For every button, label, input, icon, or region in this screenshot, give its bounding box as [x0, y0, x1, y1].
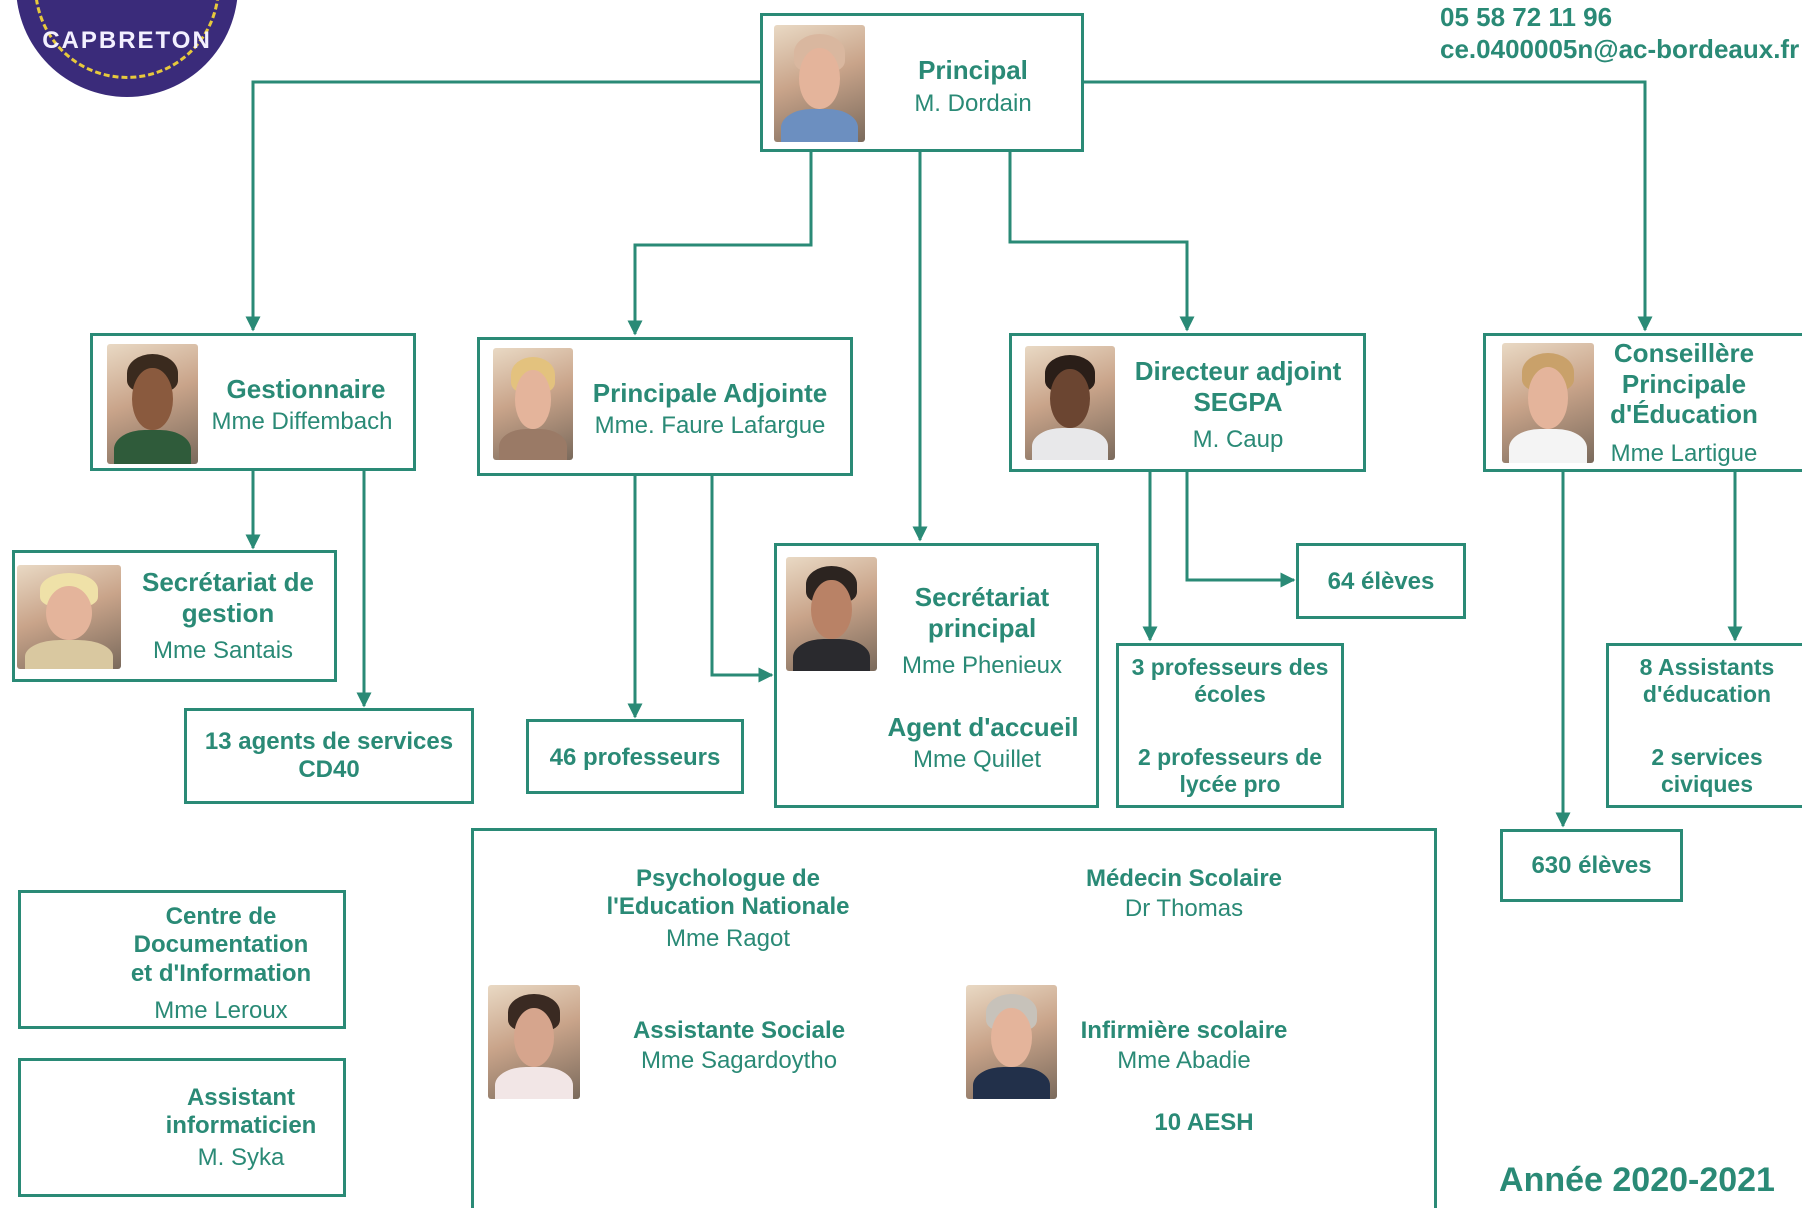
cpe-name: Mme Lartigue [1610, 440, 1758, 467]
node-medico-social: Psychologue de l'Education Nationale Mme… [471, 828, 1437, 1208]
gestionnaire-title: Gestionnaire [226, 374, 386, 404]
segpa-name: M. Caup [1192, 426, 1284, 453]
cdi-name: Mme Leroux [154, 997, 288, 1024]
secretariat-gestion-title: Secrétariat de gestion [142, 567, 314, 628]
node-professeurs-segpa: 3 professeurs des écoles 2 professeurs d… [1116, 643, 1344, 808]
medecin-title: Médecin Scolaire [1085, 865, 1283, 892]
contact-email: ce.0400005n@ac-bordeaux.fr [1440, 34, 1800, 64]
aesh-label: 10 AESH [1154, 1109, 1254, 1136]
profs-segpa-line2: 2 professeurs de lycée pro [1137, 744, 1323, 798]
professeurs-label: 46 professeurs [549, 744, 721, 771]
node-directeur-segpa: Directeur adjoint SEGPA M. Caup [1009, 333, 1366, 472]
connector-segpa-eleves [1185, 472, 1296, 588]
assistante-sociale-title: Assistante Sociale [632, 1017, 846, 1044]
node-principal: Principal M. Dordain [760, 13, 1084, 152]
adjointe-name: Mme. Faure Lafargue [594, 412, 826, 439]
eleves-segpa-label: 64 élèves [1327, 568, 1435, 595]
cpe-title: Conseillère Principale d'Éducation [1610, 338, 1758, 430]
info-title: Assistant informaticien [165, 1084, 317, 1140]
principal-photo [774, 25, 865, 142]
node-principale-adjointe: Principale Adjointe Mme. Faure Lafargue [477, 337, 853, 476]
infirmiere-title: Infirmière scolaire [1080, 1017, 1288, 1044]
infirmiere-photo [966, 985, 1057, 1099]
node-secretariat-principal: Secrétariat principal Mme Phenieux Agent… [774, 543, 1099, 808]
assistants-line1: 8 Assistants d'éducation [1639, 654, 1775, 708]
cdi-title: Centre de Documentation et d'Information [130, 903, 312, 987]
node-secretariat-gestion: Secrétariat de gestion Mme Santais [12, 550, 337, 682]
secretariat-gestion-photo [17, 565, 121, 669]
eleves-label: 630 élèves [1531, 852, 1652, 879]
node-agents-services: 13 agents de services CD40 [184, 708, 474, 804]
agent-accueil-title: Agent d'accueil [887, 712, 1079, 742]
secretariat-principal-title: Secrétariat principal [914, 582, 1050, 643]
connector-principal-cpe [1084, 80, 1653, 332]
psychologue-title: Psychologue de l'Education Nationale [606, 865, 850, 921]
connector-adjointe-secretariat [710, 476, 774, 683]
principal-title: Principal [918, 55, 1028, 85]
assistante-sociale-name: Mme Sagardoytho [640, 1047, 838, 1074]
school-year: Année 2020-2021 [1499, 1161, 1775, 1199]
node-eleves: 630 élèves [1500, 829, 1683, 902]
connector-principal-segpa [1008, 152, 1195, 332]
agents-label: 13 agents de services CD40 [204, 728, 454, 784]
contact-phone: 05 58 72 11 96 [1440, 2, 1613, 32]
node-gestionnaire: Gestionnaire Mme Diffembach [90, 333, 416, 471]
profs-segpa-line1: 3 professeurs des écoles [1131, 654, 1329, 708]
node-cpe: Conseillère Principale d'Éducation Mme L… [1483, 333, 1802, 472]
infirmiere-name: Mme Abadie [1117, 1047, 1251, 1074]
segpa-title: Directeur adjoint SEGPA [1134, 356, 1342, 417]
secretariat-principal-name: Mme Phenieux [901, 652, 1063, 679]
connector-principal-adjointe [627, 152, 813, 336]
connector-principal-gestionnaire [245, 80, 760, 332]
node-professeurs: 46 professeurs [526, 719, 744, 794]
adjointe-photo [493, 348, 573, 460]
logo-text: CAPBRETON [42, 27, 212, 54]
info-name: M. Syka [197, 1144, 285, 1171]
gestionnaire-photo [107, 344, 198, 464]
node-assistant-informaticien: Assistant informaticien M. Syka [18, 1058, 346, 1197]
secretariat-gestion-name: Mme Santais [152, 637, 294, 664]
segpa-photo [1025, 346, 1115, 460]
node-cdi: Centre de Documentation et d'Information… [18, 890, 346, 1029]
gestionnaire-name: Mme Diffembach [211, 408, 393, 435]
psychologue-name: Mme Ragot [665, 925, 791, 952]
secretariat-principal-photo [786, 557, 877, 671]
principal-name: M. Dordain [914, 90, 1032, 117]
node-assistants-education: 8 Assistants d'éducation 2 services civi… [1606, 643, 1802, 808]
node-eleves-segpa: 64 élèves [1296, 543, 1466, 619]
cpe-photo [1502, 343, 1594, 463]
agent-accueil-name: Mme Quillet [912, 746, 1042, 773]
medecin-name: Dr Thomas [1124, 895, 1244, 922]
assistants-line2: 2 services civiques [1651, 744, 1763, 798]
adjointe-title: Principale Adjointe [592, 378, 828, 408]
assistante-sociale-photo [488, 985, 580, 1099]
